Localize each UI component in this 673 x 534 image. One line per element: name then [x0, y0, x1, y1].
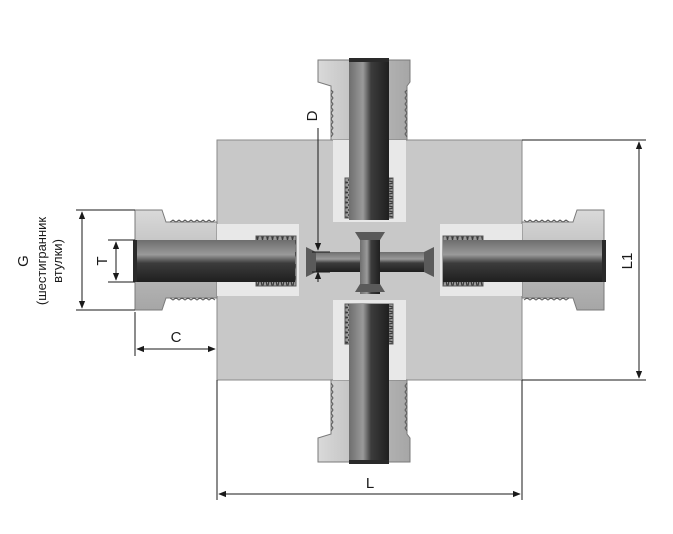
label-t: T: [94, 256, 111, 265]
left-port: [133, 209, 299, 311]
label-g: G: [15, 255, 32, 267]
top-port: [317, 58, 411, 222]
label-g-note-2: втулки): [50, 239, 65, 283]
dimension-lines: [76, 128, 646, 500]
bottom-port: [317, 300, 411, 464]
label-c: C: [171, 329, 182, 346]
right-port: [440, 209, 606, 311]
central-bore: [306, 232, 434, 294]
label-l: L: [366, 475, 374, 492]
label-l1: L1: [619, 253, 636, 270]
label-g-note-1: (шестигранник: [34, 217, 49, 306]
label-d: D: [304, 110, 321, 121]
